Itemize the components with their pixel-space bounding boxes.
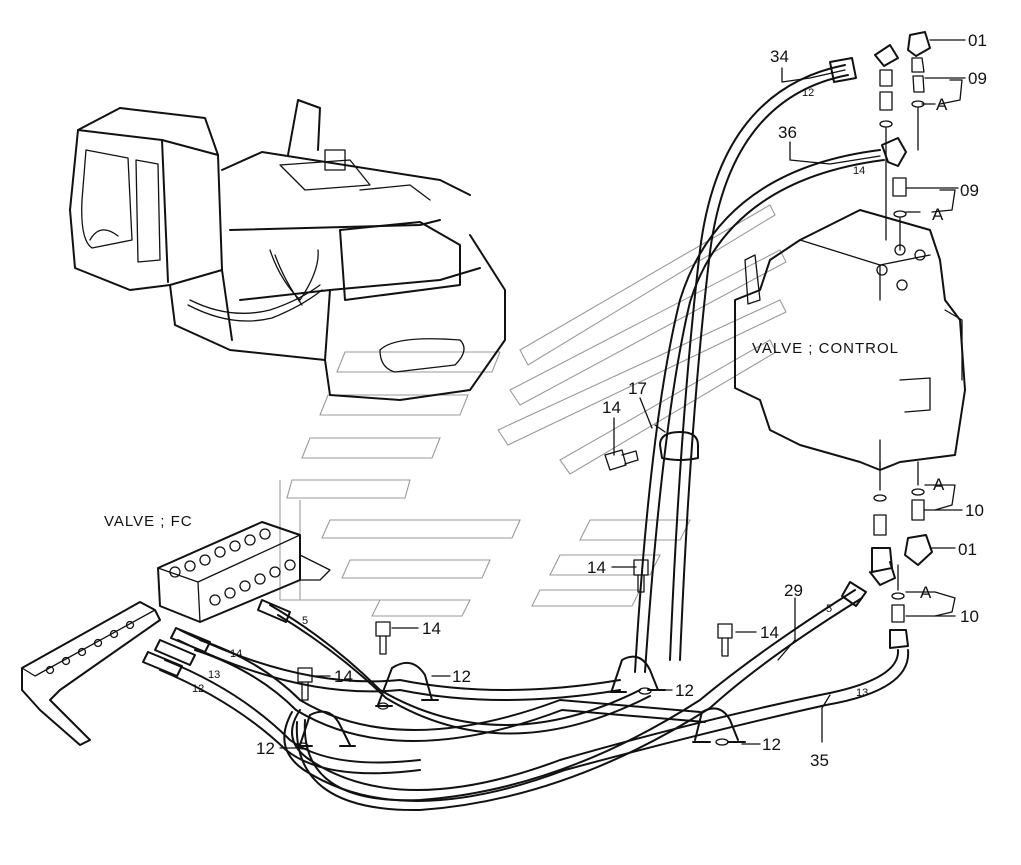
callout-12-d[interactable]: 12 [762, 735, 781, 754]
callout-12-c[interactable]: 12 [675, 681, 694, 700]
brand-watermark [279, 204, 787, 617]
callout-labels: 01 09 A 09 A 34 36 17 14 14 14 14 14 12 … [256, 31, 987, 770]
bolt-14-c [375, 621, 391, 655]
bolt-14-b [633, 559, 649, 593]
fitting-hose-34-end [874, 44, 899, 241]
hose-mark-14-left: 14 [230, 648, 242, 660]
clamp-12-a [297, 710, 356, 750]
callout-10-b[interactable]: 10 [960, 607, 979, 626]
hose-size-marks: 12 14 5 13 5 14 13 12 [192, 87, 868, 699]
callout-14-e[interactable]: 14 [334, 667, 353, 686]
callout-10-a[interactable]: 10 [965, 501, 984, 520]
hose-mark-12-top: 12 [802, 87, 814, 99]
callout-a-4[interactable]: A [920, 583, 932, 602]
callout-35[interactable]: 35 [810, 751, 829, 770]
callout-09-mid[interactable]: 09 [960, 181, 979, 200]
callout-01-bottom[interactable]: 01 [958, 540, 977, 559]
fitting-01-top [907, 31, 931, 151]
hose-36 [634, 149, 885, 673]
bolt-14-e [297, 667, 313, 701]
fc-valve-assembly [21, 521, 331, 746]
control-valve-title: VALVE ; CONTROL [752, 340, 899, 357]
callout-29[interactable]: 29 [784, 581, 803, 600]
fitting-hose-36-end [881, 137, 907, 251]
hose-mark-13-left: 13 [208, 669, 220, 681]
callout-17[interactable]: 17 [628, 379, 647, 398]
hose-35 [283, 649, 910, 802]
fc-valve-title: VALVE ; FC [104, 513, 193, 530]
bolt-14-d [717, 623, 733, 657]
callout-a-1[interactable]: A [936, 95, 948, 114]
callout-01-top[interactable]: 01 [968, 31, 987, 50]
callout-14-c[interactable]: 14 [422, 619, 441, 638]
callout-14-d[interactable]: 14 [760, 623, 779, 642]
clamp-12-b [375, 661, 439, 710]
hose-mark-5-right: 5 [826, 603, 832, 615]
callout-14-a[interactable]: 14 [602, 398, 621, 417]
callout-12-a[interactable]: 12 [256, 739, 275, 758]
bolt-14-a [604, 449, 639, 471]
hose-34 [669, 57, 857, 661]
callout-09-top[interactable]: 09 [968, 69, 987, 88]
hose-mark-12-left: 12 [192, 683, 204, 695]
callout-36[interactable]: 36 [778, 123, 797, 142]
hose-mark-5-left: 5 [302, 615, 308, 627]
callout-a-3[interactable]: A [933, 475, 945, 494]
callout-a-2[interactable]: A [932, 205, 944, 224]
fittings-lower-right [869, 461, 933, 649]
hose-mark-14-top: 14 [853, 165, 865, 177]
callout-14-b[interactable]: 14 [587, 558, 606, 577]
clamp-12-c [609, 655, 666, 695]
clamp-17 [654, 424, 699, 461]
clamp-12-d [692, 707, 746, 746]
callout-12-b[interactable]: 12 [452, 667, 471, 686]
hose-mark-13-right: 13 [856, 687, 868, 699]
excavator-upper-structure [69, 99, 506, 401]
callout-34[interactable]: 34 [770, 47, 789, 66]
leader-lines [279, 39, 966, 749]
